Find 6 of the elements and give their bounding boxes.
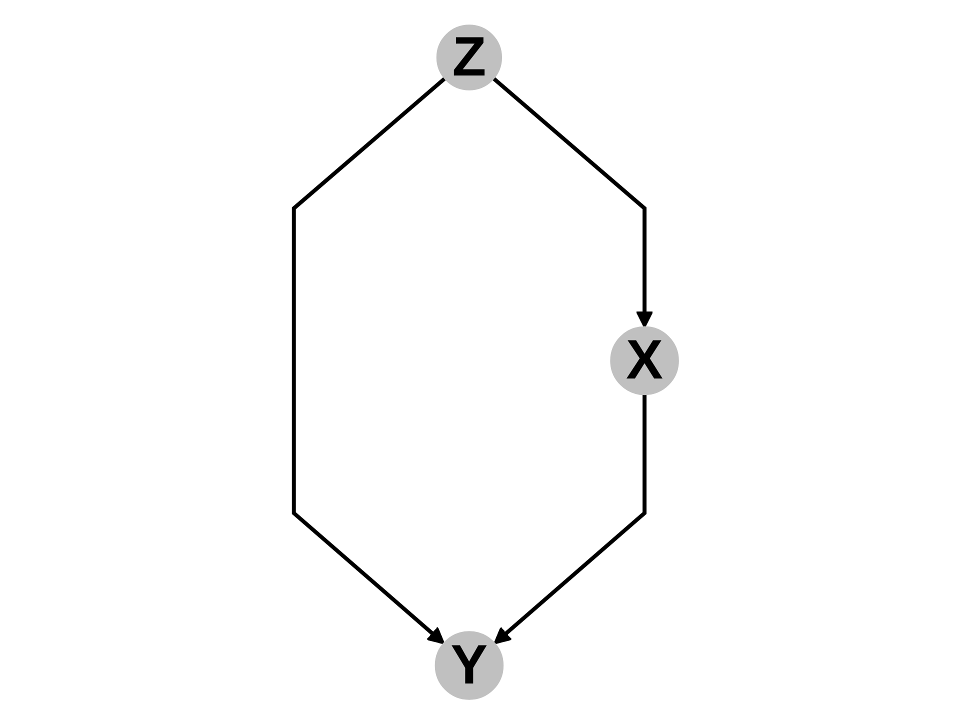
arrow [292, 76, 446, 644]
arrow [494, 394, 647, 644]
node-circle: Z [436, 24, 502, 90]
arrow [492, 76, 654, 328]
node-circle: X [610, 326, 680, 396]
node-circle: Y [434, 631, 504, 700]
